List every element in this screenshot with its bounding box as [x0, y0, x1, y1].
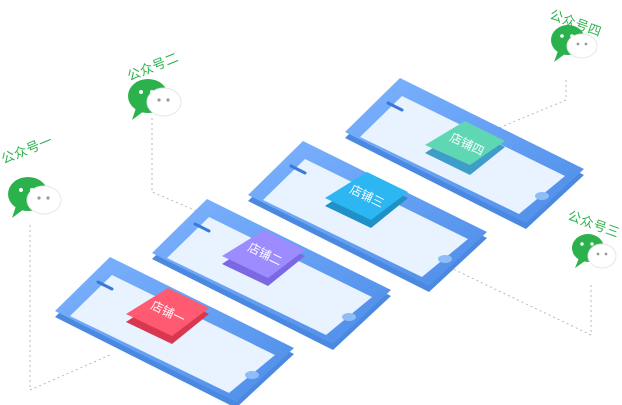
shop-tile-1[interactable]: 店铺一 [126, 288, 209, 344]
connector-account-4 [469, 80, 567, 141]
wechat-icon[interactable] [572, 234, 617, 269]
shop-tile-2[interactable]: 店铺二 [222, 230, 305, 286]
wechat-icon[interactable] [551, 25, 598, 62]
wechat-icon[interactable] [8, 177, 62, 218]
shop-tile-3[interactable]: 店铺三 [325, 172, 408, 228]
shop-tile-4[interactable]: 店铺四 [425, 121, 505, 175]
wechat-icon[interactable] [128, 79, 182, 120]
connector-account-3 [429, 257, 592, 336]
connector-account-1 [29, 225, 111, 391]
